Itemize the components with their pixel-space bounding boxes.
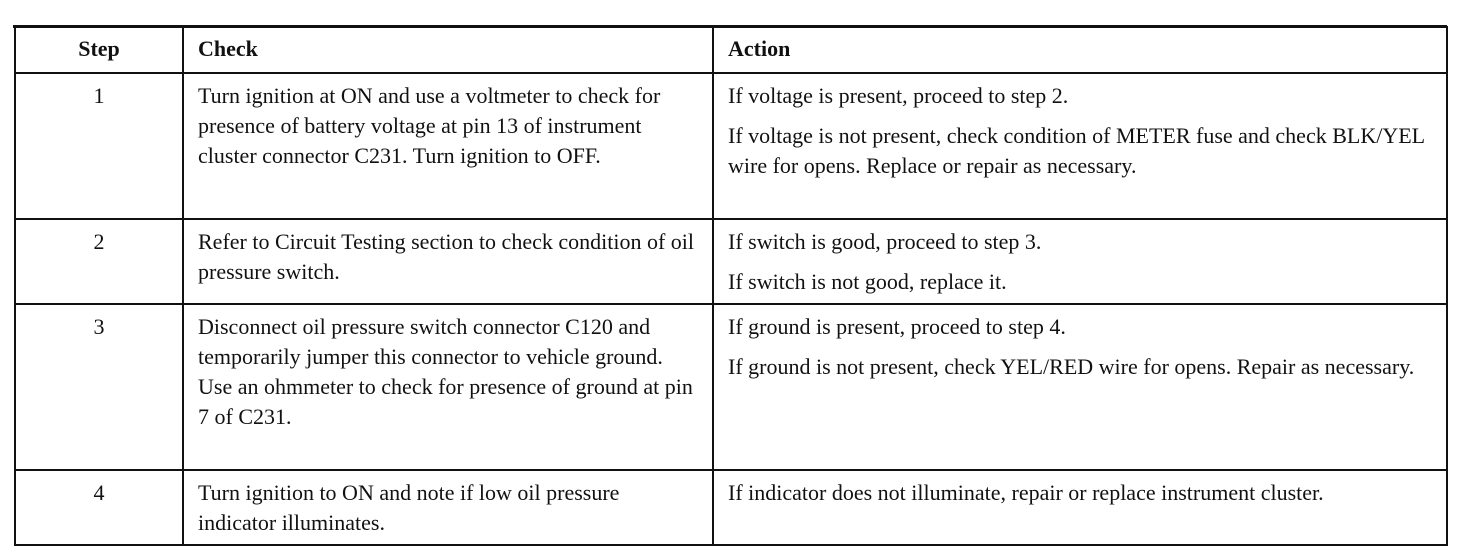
action-text: If switch is not good, replace it.	[728, 269, 1007, 294]
check-cell: Turn ignition at ON and use a voltmeter …	[182, 72, 714, 220]
action-cell: If indicator does not illuminate, repair…	[712, 469, 1448, 546]
header-row: Step Check Action	[14, 26, 1448, 74]
table-row: 1 Turn ignition at ON and use a voltmete…	[14, 72, 1448, 220]
action-text: If voltage is present, proceed to step 2…	[728, 83, 1069, 108]
check-cell: Disconnect oil pressure switch connector…	[182, 303, 714, 471]
table-row: 3 Disconnect oil pressure switch connect…	[14, 303, 1448, 471]
action-cell: If switch is good, proceed to step 3. If…	[712, 218, 1448, 305]
header-check: Check	[182, 26, 714, 74]
table-row: 4 Turn ignition to ON and note if low oi…	[14, 469, 1448, 546]
action-text: If switch is good, proceed to step 3.	[728, 229, 1042, 254]
action-cell: If ground is present, proceed to step 4.…	[712, 303, 1448, 471]
action-text: If ground is not present, check YEL/RED …	[728, 354, 1415, 379]
check-cell: Turn ignition to ON and note if low oil …	[182, 469, 714, 546]
step-number: 1	[14, 72, 184, 220]
action-text: If indicator does not illuminate, repair…	[728, 480, 1324, 505]
header-action: Action	[712, 26, 1448, 74]
step-number: 2	[14, 218, 184, 305]
action-text: If ground is present, proceed to step 4.	[728, 314, 1066, 339]
action-text: If voltage is not present, check conditi…	[728, 123, 1425, 178]
step-number: 4	[14, 469, 184, 546]
table-row: 2 Refer to Circuit Testing section to ch…	[14, 218, 1448, 305]
check-cell: Refer to Circuit Testing section to chec…	[182, 218, 714, 305]
action-cell: If voltage is present, proceed to step 2…	[712, 72, 1448, 220]
header-step: Step	[14, 26, 184, 74]
step-number: 3	[14, 303, 184, 471]
diagnostic-table: Step Check Action 1 Turn ignition at ON …	[14, 26, 1448, 546]
